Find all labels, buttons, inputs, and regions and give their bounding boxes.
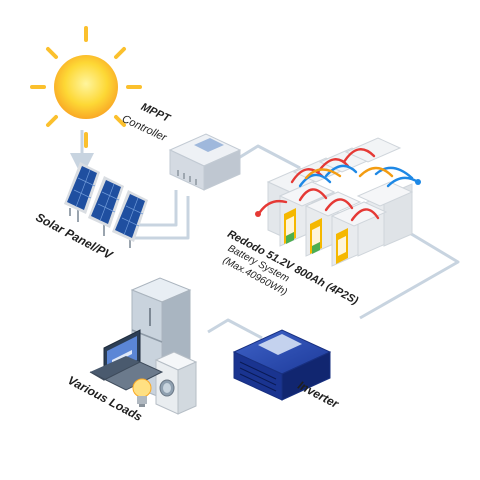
blue-cable [374, 166, 414, 180]
blue-cable [386, 176, 420, 188]
battery-to-inverter-line [359, 230, 460, 320]
panel-to-mppt-line-2 [124, 190, 178, 227]
red-cable [298, 188, 328, 202]
orange-cable [304, 168, 342, 180]
inverter-to-loads-line [207, 318, 263, 340]
light-bulb-icon [132, 378, 152, 407]
blue-cable [298, 173, 332, 188]
red-cable [324, 198, 354, 212]
red-cable [350, 208, 380, 222]
red-cable [342, 148, 376, 164]
battery-bank-icon [255, 137, 421, 267]
mppt-to-battery-line [231, 144, 301, 170]
washing-machine-icon [154, 351, 198, 415]
blue-cable [324, 164, 358, 178]
solar-panel-icon [64, 162, 148, 248]
laptop-icon [89, 329, 164, 391]
panel-to-mppt-line [132, 196, 190, 240]
sun-icon [30, 26, 142, 148]
red-cable [290, 168, 324, 184]
inverter-icon [232, 329, 332, 401]
battery-label-stickers [284, 208, 348, 264]
orange-cable [358, 166, 394, 178]
red-cable [258, 199, 288, 214]
various-loads-icon [89, 277, 198, 415]
mppt-controller-icon [168, 133, 242, 191]
connection-lines [70, 130, 460, 340]
